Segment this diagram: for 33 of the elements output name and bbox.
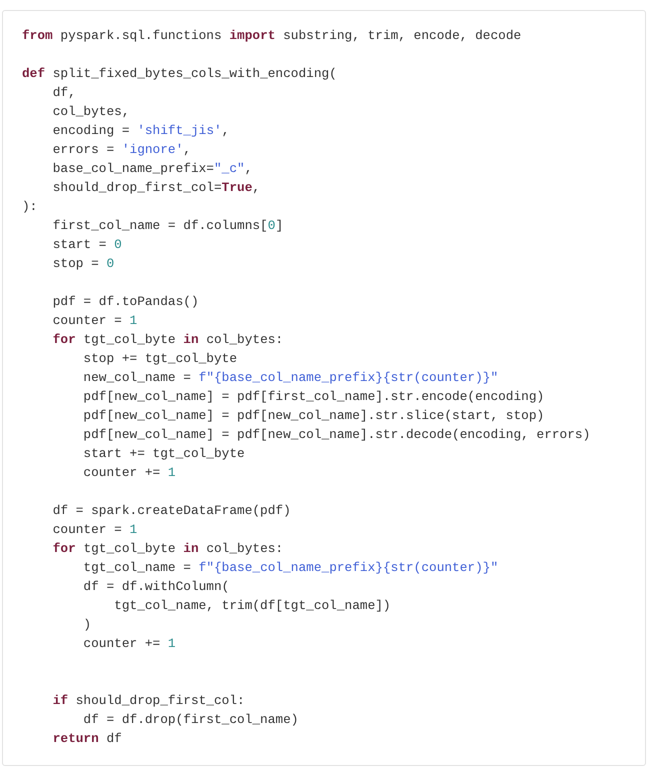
code-line: counter = 1 xyxy=(52,312,138,330)
code-line: ): xyxy=(22,198,38,216)
code-line: counter += 1 xyxy=(82,635,176,653)
code-line: pdf[new_col_name] = pdf[new_col_name].str.decode(encoding, errors) xyxy=(82,426,590,444)
code-line: ) xyxy=(82,616,92,634)
code-line: start += tgt_col_byte xyxy=(82,445,245,463)
code-line: tgt_col_name, trim(df[tgt_col_name]) xyxy=(113,597,391,615)
code-line: first_col_name = df.columns[0] xyxy=(52,217,284,235)
code-line: should_drop_first_col=True, xyxy=(52,179,260,197)
code-line: counter = 1 xyxy=(52,521,138,539)
code-line: if should_drop_first_col: xyxy=(52,692,245,710)
code-line: for tgt_col_byte in col_bytes: xyxy=(52,540,284,558)
code-line: df, xyxy=(52,84,76,102)
code-line: counter += 1 xyxy=(82,464,176,482)
code-line: base_col_name_prefix="_c", xyxy=(52,160,252,178)
code-line: stop += tgt_col_byte xyxy=(82,350,238,368)
code-line: col_bytes, xyxy=(52,103,130,121)
code-line: df = df.drop(first_col_name) xyxy=(82,711,298,729)
code-line: df = spark.createDataFrame(pdf) xyxy=(52,502,291,520)
code-line: for tgt_col_byte in col_bytes: xyxy=(52,331,284,349)
code-line: return df xyxy=(52,730,122,748)
code-line: tgt_col_name = f"{base_col_name_prefix}{str(counter)}" xyxy=(82,559,498,577)
code-line: errors = 'ignore', xyxy=(52,141,191,159)
code-line: df = df.withColumn( xyxy=(82,578,230,596)
code-line: from pyspark.sql.functions import substring, trim, encode, decode xyxy=(22,27,522,45)
code-line: encoding = 'shift_jis', xyxy=(52,122,230,140)
code-line: new_col_name = f"{base_col_name_prefix}{str(counter)}" xyxy=(82,369,498,387)
code-line: pdf[new_col_name] = pdf[first_col_name].str.encode(encoding) xyxy=(82,388,544,406)
code-line: stop = 0 xyxy=(52,255,114,273)
code-line: start = 0 xyxy=(52,236,122,254)
code-line: def split_fixed_bytes_cols_with_encoding( xyxy=(22,65,337,83)
code-line: pdf[new_col_name] = pdf[new_col_name].str.slice(start, stop) xyxy=(82,407,544,425)
code-line: pdf = df.toPandas() xyxy=(52,293,199,311)
